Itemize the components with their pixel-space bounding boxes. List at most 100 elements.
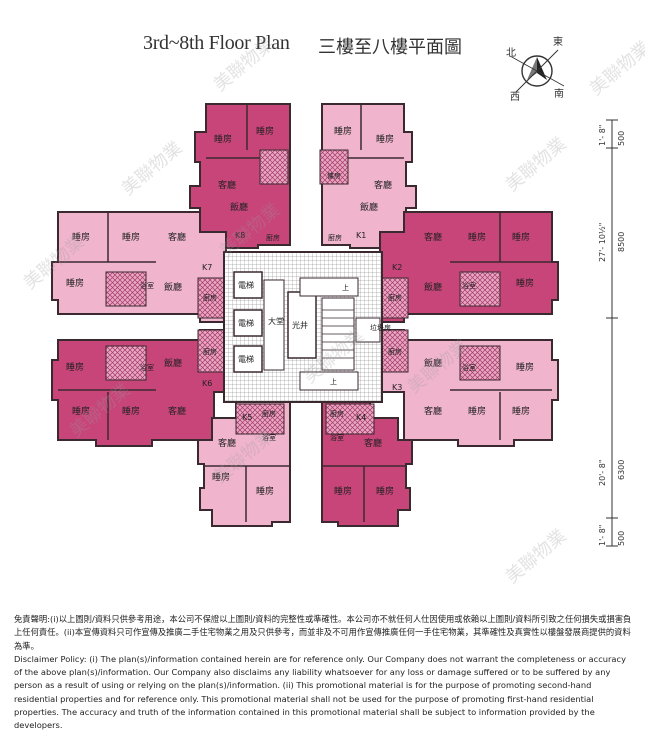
building-core bbox=[223, 251, 383, 403]
plan-title-zh: 三樓至八樓平面圖 bbox=[318, 37, 462, 58]
dim-1-imperial: 1'- 8" bbox=[598, 125, 607, 147]
flat-k4 bbox=[321, 399, 413, 527]
room-bedroom: 睡房 bbox=[468, 405, 486, 417]
room-bedroom: 睡房 bbox=[72, 231, 90, 243]
room-bedroom: 睡房 bbox=[122, 231, 140, 243]
flat-label-k1: K1 bbox=[356, 231, 366, 240]
room-bedroom: 睡房 bbox=[516, 277, 534, 289]
flat-k5 bbox=[197, 399, 291, 527]
flat-label-k2: K2 bbox=[392, 263, 402, 272]
dim-2-imperial: 27'- 10½" bbox=[598, 223, 607, 262]
room-dining: 飯廳 bbox=[424, 281, 442, 293]
disclaimer-en: Disclaimer Policy: (i) The plan(s)/infor… bbox=[14, 653, 626, 731]
room-bedroom: 睡房 bbox=[66, 277, 84, 289]
compass: 北 東 南 西 bbox=[506, 35, 565, 103]
room-bedroom: 睡房 bbox=[376, 133, 394, 145]
room-dining: 飯廳 bbox=[424, 357, 442, 369]
room-bath: 浴室 bbox=[262, 433, 276, 442]
room-living: 客廳 bbox=[168, 405, 186, 417]
compass-east-label: 東 bbox=[553, 35, 563, 48]
room-bedroom: 睡房 bbox=[468, 231, 486, 243]
room-living: 客廳 bbox=[424, 405, 442, 417]
room-bedroom: 睡房 bbox=[334, 485, 352, 497]
watermark: 美聯物業 bbox=[502, 133, 571, 195]
flat-k2 bbox=[379, 211, 559, 323]
flat-label-k7: K7 bbox=[202, 263, 212, 272]
room-bedroom: 睡房 bbox=[214, 133, 232, 145]
stair-up-label: 上 bbox=[330, 377, 337, 386]
room-living: 客廳 bbox=[168, 231, 186, 243]
room-bedroom: 睡房 bbox=[256, 125, 274, 137]
dim-4-metric: 500 bbox=[617, 531, 626, 546]
room-bedroom: 睡房 bbox=[512, 231, 530, 243]
room-living: 客廳 bbox=[218, 179, 236, 191]
lightwell-label: 光井 bbox=[292, 320, 308, 330]
flat-label-k6: K6 bbox=[202, 379, 212, 388]
dim-4-imperial: 1'- 8" bbox=[598, 525, 607, 547]
dim-1-metric: 500 bbox=[617, 131, 626, 146]
lift-label: 電梯 bbox=[238, 354, 254, 364]
compass-south-label: 南 bbox=[554, 87, 564, 100]
watermark: 美聯物業 bbox=[502, 525, 571, 587]
room-bedroom: 睡房 bbox=[516, 361, 534, 373]
compass-west-label: 西 bbox=[510, 92, 520, 103]
lobby-label: 大堂 bbox=[268, 316, 284, 326]
refuse-room-label: 垃圾房 bbox=[370, 323, 391, 332]
room-bedroom: 睡房 bbox=[212, 471, 230, 483]
dim-3-imperial: 20'- 8" bbox=[598, 459, 607, 486]
room-living: 客廳 bbox=[424, 231, 442, 243]
disclaimer: 免責聲明:(i)以上圖則/資料只供參考用途，本公司不保證以上圖則/資料的完整性或… bbox=[14, 613, 632, 733]
room-living: 客廳 bbox=[374, 179, 392, 191]
room-bath: 浴室 bbox=[330, 433, 344, 442]
lift-label: 電梯 bbox=[238, 280, 254, 290]
room-kitchen: 廚房 bbox=[266, 233, 280, 242]
room-kitchen: 廚房 bbox=[203, 293, 217, 302]
room-bath: 浴室 bbox=[140, 281, 154, 290]
room-bedroom: 睡房 bbox=[66, 361, 84, 373]
dim-3-metric: 6300 bbox=[617, 460, 626, 480]
room-bedroom: 睡房 bbox=[376, 485, 394, 497]
room-bedroom: 睡房 bbox=[334, 125, 352, 137]
watermark: 美聯物業 bbox=[118, 137, 187, 199]
flat-k7 bbox=[51, 211, 227, 323]
flat-k8 bbox=[189, 103, 291, 249]
dimension-line: 1'- 8" 500 27'- 10½" 8500 20'- 8" 6300 1… bbox=[598, 119, 626, 547]
dim-2-metric: 8500 bbox=[617, 232, 626, 252]
room-dining: 飯廳 bbox=[230, 201, 248, 213]
floor-plan: 北 東 南 西 1'- 8" 500 27'- 10½" 8500 20'- 8… bbox=[20, 33, 645, 587]
room-bedroom: 睡房 bbox=[256, 485, 274, 497]
room-labels: 睡房 睡房 客廳 飯廳 K8 廚房 睡房 睡房 傭房 客廳 飯廳 廚房 K1 睡… bbox=[66, 125, 534, 497]
room-bath: 浴室 bbox=[462, 363, 476, 372]
flat-label-k3: K3 bbox=[392, 383, 402, 392]
flat-label-k4: K4 bbox=[356, 413, 366, 422]
room-dining: 飯廳 bbox=[360, 201, 378, 213]
watermark: 美聯物業 bbox=[210, 33, 279, 95]
room-kitchen: 廚房 bbox=[328, 233, 342, 242]
flat-k3 bbox=[379, 329, 559, 447]
lift-label: 電梯 bbox=[238, 318, 254, 328]
room-kitchen: 廚房 bbox=[262, 409, 276, 418]
room-bath: 浴室 bbox=[462, 281, 476, 290]
flat-k6 bbox=[51, 329, 227, 447]
compass-north-label: 北 bbox=[506, 47, 516, 59]
room-bedroom: 睡房 bbox=[122, 405, 140, 417]
room-living: 客廳 bbox=[218, 437, 236, 449]
stair-up-label: 上 bbox=[342, 283, 349, 292]
flat-k1 bbox=[319, 103, 417, 249]
room-kitchen: 廚房 bbox=[388, 347, 402, 356]
room-dining: 飯廳 bbox=[164, 357, 182, 369]
room-kitchen: 廚房 bbox=[330, 409, 344, 418]
flat-label-k8: K8 bbox=[235, 231, 245, 240]
room-living: 客廳 bbox=[364, 437, 382, 449]
room-kitchen: 廚房 bbox=[388, 293, 402, 302]
room-dining: 飯廳 bbox=[164, 281, 182, 293]
flat-label-k5: K5 bbox=[242, 413, 252, 422]
disclaimer-zh: 免責聲明:(i)以上圖則/資料只供參考用途，本公司不保證以上圖則/資料的完整性或… bbox=[14, 614, 632, 651]
room-bedroom: 睡房 bbox=[512, 405, 530, 417]
room-maid: 傭房 bbox=[327, 171, 341, 180]
watermark: 美聯物業 bbox=[586, 37, 645, 99]
room-kitchen: 廚房 bbox=[203, 347, 217, 356]
plan-title-en: 3rd~8th Floor Plan bbox=[143, 32, 290, 54]
room-bath: 浴室 bbox=[140, 363, 154, 372]
room-bedroom: 睡房 bbox=[72, 405, 90, 417]
